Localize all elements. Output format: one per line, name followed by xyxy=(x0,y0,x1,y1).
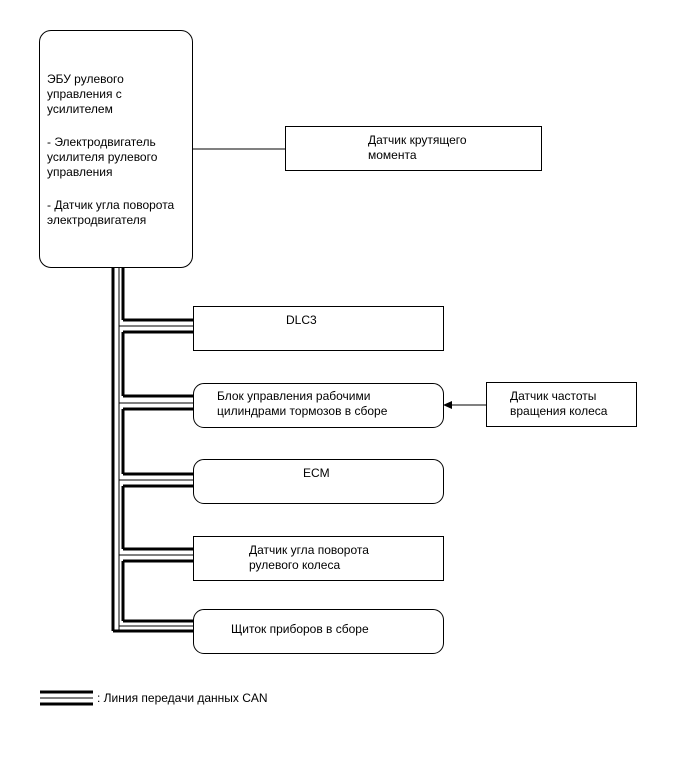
combination-meter-box xyxy=(193,609,444,654)
wheel-speed-sensor-box xyxy=(486,382,637,427)
wheel-speed-arrow xyxy=(443,401,452,409)
can-trunk xyxy=(111,268,193,633)
ecm-box xyxy=(193,459,444,504)
eps-ecu-motor-angle-sensor: - Датчик угла поворота электродвигателя xyxy=(47,198,175,227)
combination-meter-label: Щиток приборов в сборе xyxy=(231,622,369,636)
torque-sensor-box xyxy=(285,126,542,171)
legend-label: : Линия передачи данных CAN xyxy=(97,691,268,705)
legend-symbol xyxy=(40,690,93,706)
can-loops xyxy=(119,268,193,623)
wheel-speed-sensor-label: Датчик частоты вращения колеса xyxy=(510,389,608,418)
brake-actuator-box xyxy=(193,383,444,428)
eps-ecu-box xyxy=(39,30,193,268)
ecm-label: ECM xyxy=(303,466,330,480)
eps-ecu-title: ЭБУ рулевого управления с усилителем xyxy=(47,72,124,116)
torque-sensor-label: Датчик крутящего момента xyxy=(368,133,467,162)
eps-ecu-motor: - Электродвигатель усилителя рулевого уп… xyxy=(47,135,158,179)
steering-angle-sensor-label: Датчик угла поворота рулевого колеса xyxy=(249,543,369,572)
dlc3-label: DLC3 xyxy=(286,313,317,327)
brake-actuator-label: Блок управления рабочими цилиндрами торм… xyxy=(217,389,388,418)
dlc3-box xyxy=(193,306,444,351)
steering-angle-sensor-box xyxy=(193,536,444,581)
